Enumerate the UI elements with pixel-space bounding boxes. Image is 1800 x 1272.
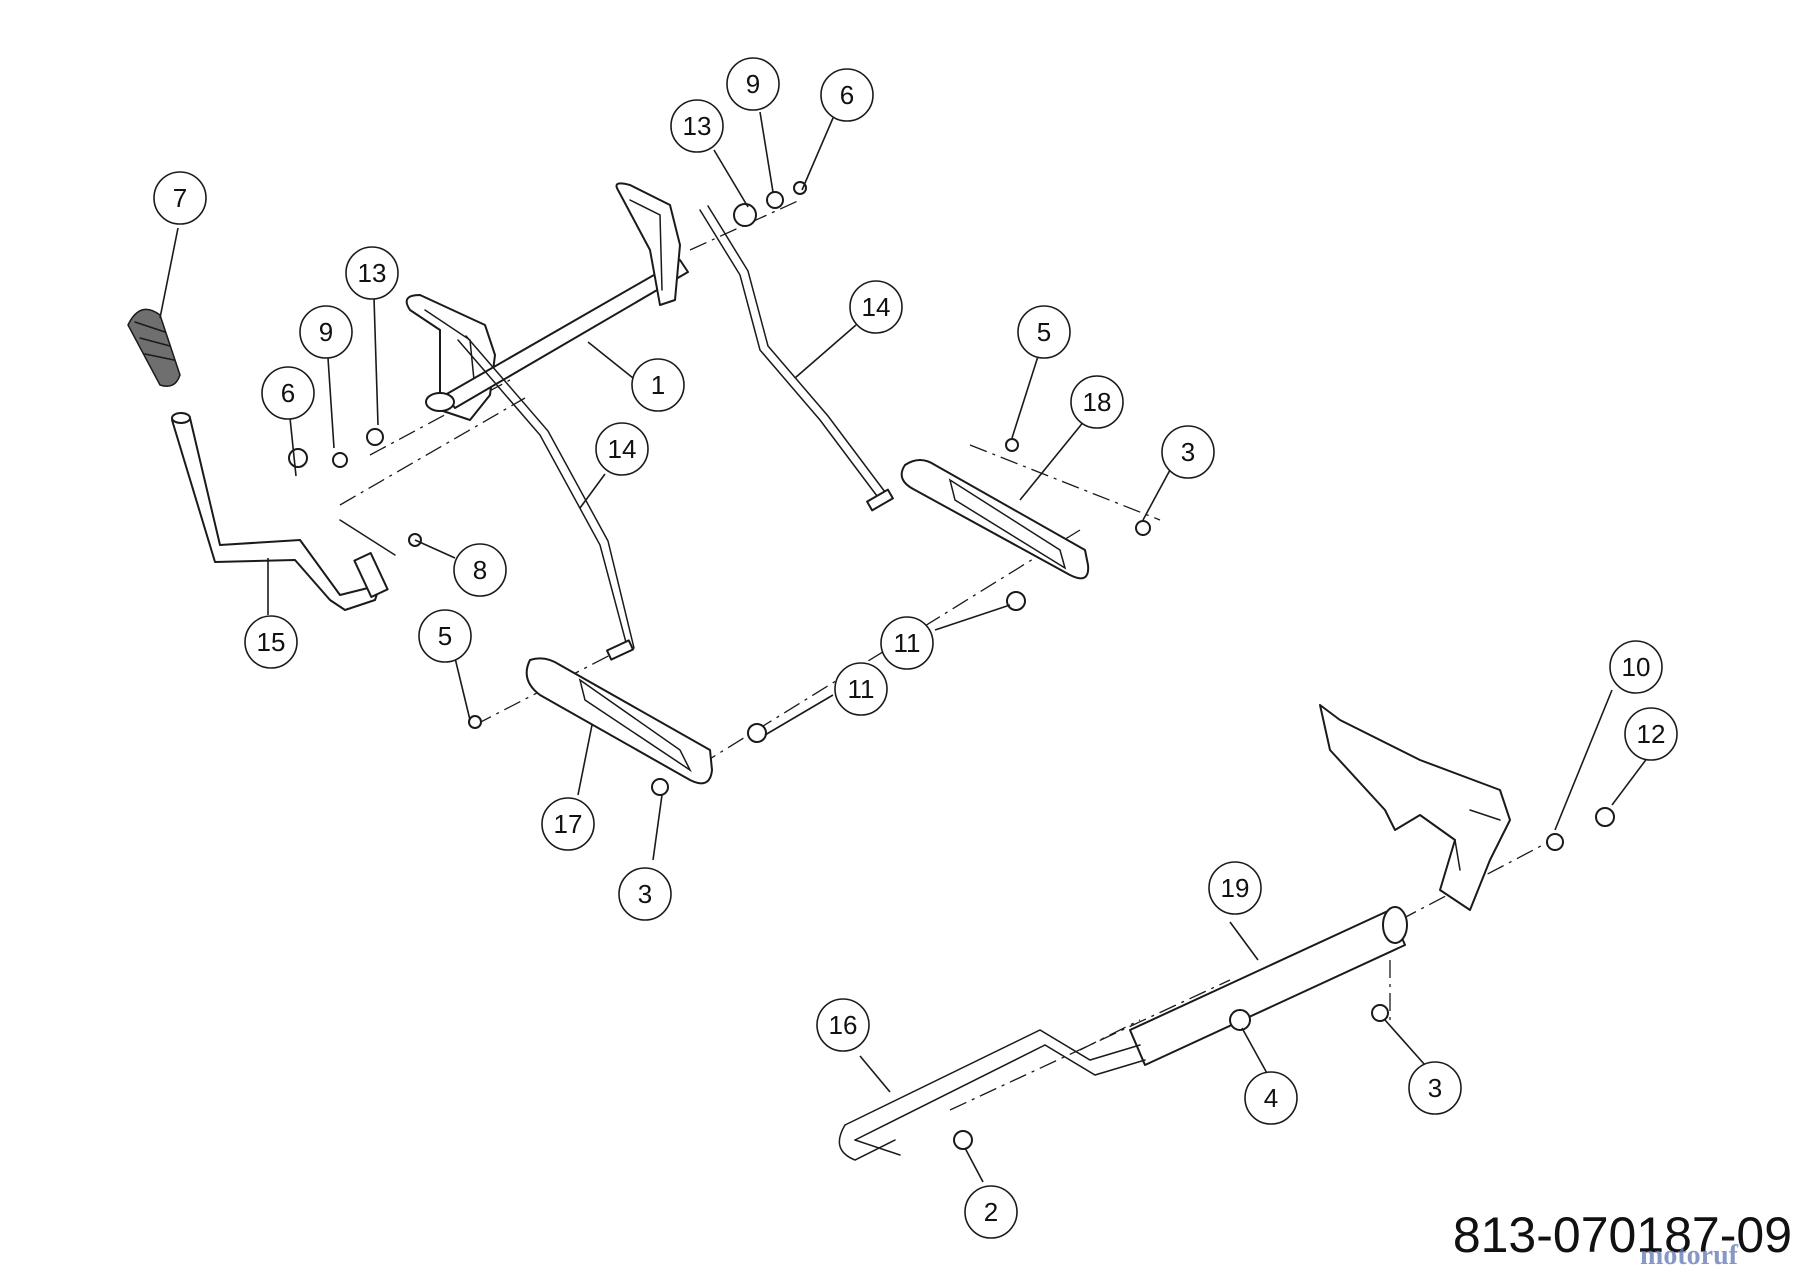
svg-text:14: 14 bbox=[862, 292, 891, 322]
svg-text:1: 1 bbox=[651, 370, 665, 400]
svg-text:5: 5 bbox=[1037, 317, 1051, 347]
callout-4: 4 bbox=[1244, 1071, 1298, 1125]
callout-9: 9 bbox=[299, 305, 353, 359]
leader-lines bbox=[159, 111, 1649, 1183]
svg-text:11: 11 bbox=[848, 674, 875, 704]
callout-7: 7 bbox=[153, 171, 207, 225]
callout-8: 8 bbox=[453, 543, 507, 597]
svg-text:19: 19 bbox=[1221, 873, 1250, 903]
svg-text:3: 3 bbox=[638, 879, 652, 909]
rear-hanger-arm bbox=[1129, 906, 1408, 1066]
svg-text:16: 16 bbox=[829, 1010, 858, 1040]
drawing-number: 813-070187-09 bbox=[1452, 1207, 1792, 1263]
callout-2: 2 bbox=[964, 1185, 1018, 1239]
svg-text:13: 13 bbox=[358, 258, 387, 288]
fasteners bbox=[288, 181, 1615, 1150]
svg-text:6: 6 bbox=[281, 378, 295, 408]
svg-text:4: 4 bbox=[1264, 1083, 1278, 1113]
rear-lift-bracket bbox=[615, 182, 681, 306]
centerlines bbox=[339, 199, 1561, 1111]
svg-text:9: 9 bbox=[319, 317, 333, 347]
watermark-text: motoruf bbox=[1640, 1240, 1738, 1271]
svg-text:5: 5 bbox=[438, 621, 452, 651]
callout-13: 13 bbox=[670, 99, 724, 153]
svg-text:10: 10 bbox=[1622, 652, 1651, 682]
svg-text:8: 8 bbox=[473, 555, 487, 585]
callout-3: 3 bbox=[1408, 1061, 1462, 1115]
callout-19: 19 bbox=[1208, 861, 1262, 915]
callout-14: 14 bbox=[595, 422, 649, 476]
callout-3: 3 bbox=[1161, 425, 1215, 479]
svg-text:7: 7 bbox=[173, 183, 187, 213]
callout-11: 11 bbox=[880, 616, 934, 670]
rear-deck-bracket bbox=[1319, 704, 1511, 911]
callout-11: 11 bbox=[834, 662, 888, 716]
svg-text:13: 13 bbox=[683, 111, 712, 141]
svg-text:17: 17 bbox=[554, 809, 583, 839]
svg-text:3: 3 bbox=[1428, 1073, 1442, 1103]
front-hanger-rod bbox=[838, 1029, 1146, 1161]
callout-6: 6 bbox=[261, 366, 315, 420]
callout-14: 14 bbox=[849, 280, 903, 334]
svg-text:15: 15 bbox=[257, 627, 286, 657]
svg-text:12: 12 bbox=[1637, 719, 1666, 749]
callout-12: 12 bbox=[1624, 707, 1678, 761]
front-lift-link bbox=[457, 335, 635, 661]
callout-5: 5 bbox=[418, 609, 472, 663]
lift-shaft bbox=[425, 259, 689, 412]
callout-1: 1 bbox=[631, 358, 685, 412]
front-lift-arm bbox=[525, 657, 713, 785]
callout-15: 15 bbox=[244, 615, 298, 669]
callout-9: 9 bbox=[726, 57, 780, 111]
lift-handle-grip bbox=[127, 308, 181, 387]
svg-text:14: 14 bbox=[608, 434, 637, 464]
callout-17: 17 bbox=[541, 797, 595, 851]
svg-text:3: 3 bbox=[1181, 437, 1195, 467]
svg-text:2: 2 bbox=[984, 1197, 998, 1227]
svg-text:11: 11 bbox=[894, 628, 921, 658]
callout-13: 13 bbox=[345, 246, 399, 300]
svg-text:9: 9 bbox=[746, 69, 760, 99]
lift-handle-rod bbox=[171, 412, 396, 611]
callout-5: 5 bbox=[1017, 305, 1071, 359]
callout-16: 16 bbox=[816, 998, 870, 1052]
callout-3: 3 bbox=[618, 867, 672, 921]
rear-lift-link bbox=[699, 205, 894, 512]
svg-text:6: 6 bbox=[840, 80, 854, 110]
svg-text:18: 18 bbox=[1083, 387, 1112, 417]
callout-10: 10 bbox=[1609, 640, 1663, 694]
callout-6: 6 bbox=[820, 68, 874, 122]
callout-18: 18 bbox=[1070, 375, 1124, 429]
rear-lift-arm bbox=[900, 459, 1090, 580]
